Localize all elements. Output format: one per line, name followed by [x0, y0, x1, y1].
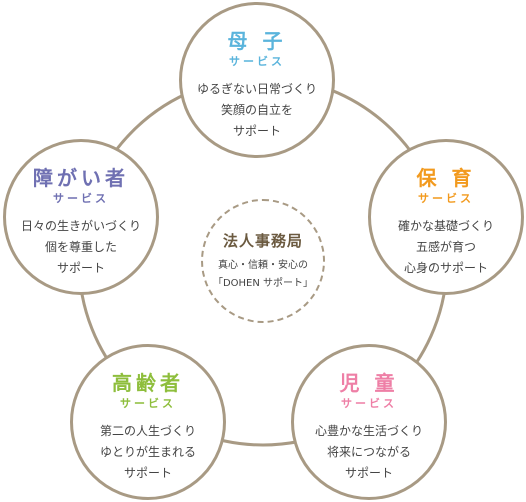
node-jido-desc: 心豊かな生活づくり 将来につながる サポート: [314, 424, 423, 480]
node-koureisha-desc: 第二の人生づくり ゆとりが生まれる サポート: [99, 424, 196, 480]
node-boshi-subtitle: サービス: [229, 55, 285, 68]
node-boshi: 母 子 サービス ゆるぎない日常づくり 笑顔の自立を サポート: [179, 2, 335, 158]
node-boshi-title: 母 子: [227, 29, 287, 53]
node-hoiku: 保 育 サービス 確かな基礎づくり 五感が育つ 心身のサポート: [368, 139, 524, 295]
node-jido: 児 童 サービス 心豊かな生活づくり 将来につながる サポート: [291, 344, 447, 500]
node-shougai: 障がい者 サービス 日々の生きがいづくり 個を尊重した サポート: [3, 139, 159, 295]
node-jido-subtitle: サービス: [341, 397, 397, 410]
node-koureisha-subtitle: サービス: [120, 397, 176, 410]
node-hoiku-subtitle: サービス: [418, 192, 474, 205]
center-node-hq: 法人事務局 真心・信頼・安心の 「DOHEN サポート」: [201, 199, 325, 323]
node-shougai-subtitle: サービス: [53, 192, 109, 205]
node-koureisha-title: 高齢者: [112, 371, 184, 395]
center-desc: 真心・信頼・安心の 「DOHEN サポート」: [212, 259, 314, 289]
node-koureisha: 高齢者 サービス 第二の人生づくり ゆとりが生まれる サポート: [70, 344, 226, 500]
center-title: 法人事務局: [222, 231, 303, 250]
node-shougai-desc: 日々の生きがいづくり 個を尊重した サポート: [20, 219, 141, 275]
node-hoiku-desc: 確かな基礎づくり 五感が育つ 心身のサポート: [397, 219, 494, 275]
node-shougai-title: 障がい者: [33, 166, 129, 190]
node-jido-title: 児 童: [339, 371, 399, 395]
node-hoiku-title: 保 育: [416, 166, 476, 190]
node-boshi-desc: ゆるぎない日常づくり 笑顔の自立を サポート: [196, 82, 317, 138]
